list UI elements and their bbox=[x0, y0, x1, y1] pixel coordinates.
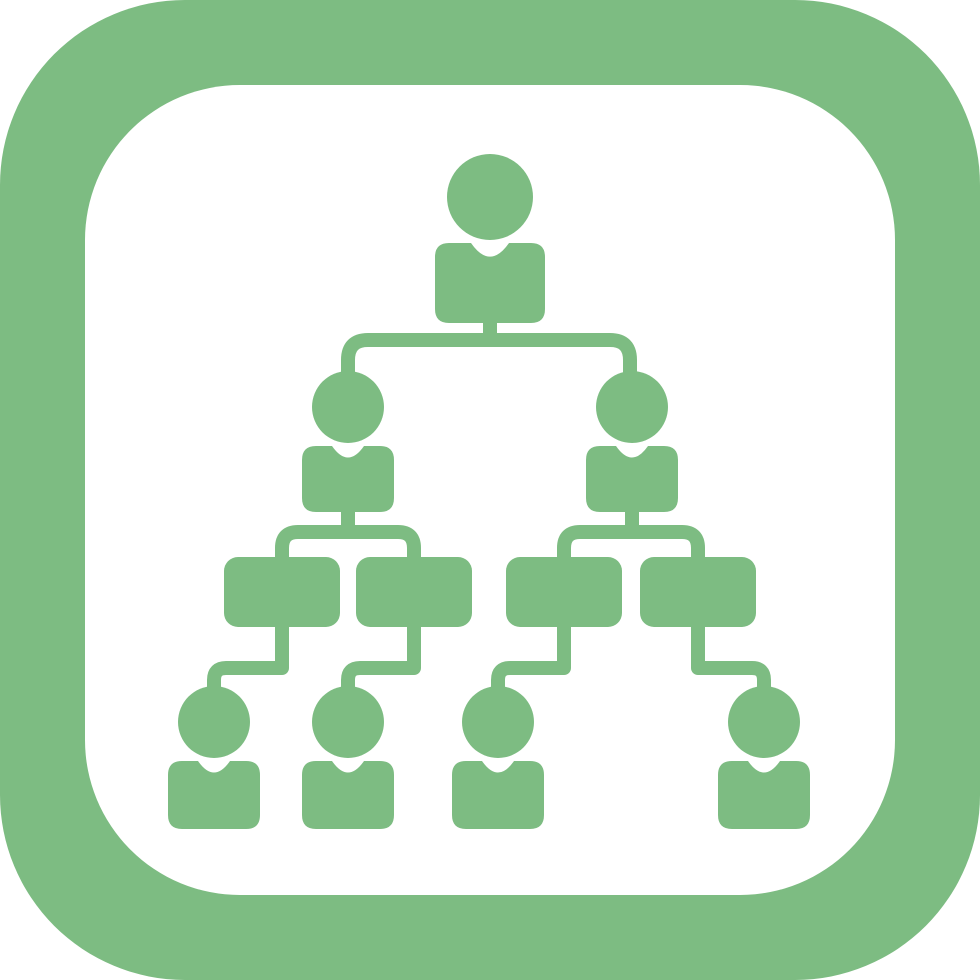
person-head bbox=[447, 154, 533, 240]
role-boxes bbox=[224, 557, 756, 627]
person-level2-right-icon bbox=[586, 371, 678, 512]
person-body bbox=[302, 761, 394, 829]
person-level2-left-icon bbox=[302, 371, 394, 512]
connector-lines bbox=[207, 305, 771, 699]
person-level3-2-icon bbox=[302, 686, 394, 829]
person-body bbox=[718, 761, 810, 829]
role-box-2 bbox=[356, 557, 472, 627]
role-box-1 bbox=[224, 557, 340, 627]
connector-box2-person2 bbox=[341, 618, 421, 699]
person-body bbox=[452, 761, 544, 829]
connector-right-bar bbox=[557, 525, 705, 569]
connector-level2-bar bbox=[341, 333, 637, 385]
person-body bbox=[586, 446, 678, 512]
person-head bbox=[312, 371, 384, 443]
person-head bbox=[596, 371, 668, 443]
person-head bbox=[728, 686, 800, 758]
person-head bbox=[462, 686, 534, 758]
connector-box4-person4 bbox=[691, 618, 771, 699]
person-head bbox=[178, 686, 250, 758]
connector-box3-person3 bbox=[491, 618, 571, 699]
person-level3-3-icon bbox=[452, 686, 544, 829]
person-head bbox=[312, 686, 384, 758]
person-body bbox=[435, 243, 545, 323]
role-box-4 bbox=[640, 557, 756, 627]
role-box-3 bbox=[506, 557, 622, 627]
people bbox=[168, 154, 810, 829]
person-level3-4-icon bbox=[718, 686, 810, 829]
person-root-icon bbox=[435, 154, 545, 323]
connector-box1-person1 bbox=[207, 618, 289, 699]
person-body bbox=[302, 446, 394, 512]
connector-left-bar bbox=[275, 525, 421, 569]
person-body bbox=[168, 761, 260, 829]
person-level3-1-icon bbox=[168, 686, 260, 829]
frame-inner bbox=[85, 85, 895, 895]
